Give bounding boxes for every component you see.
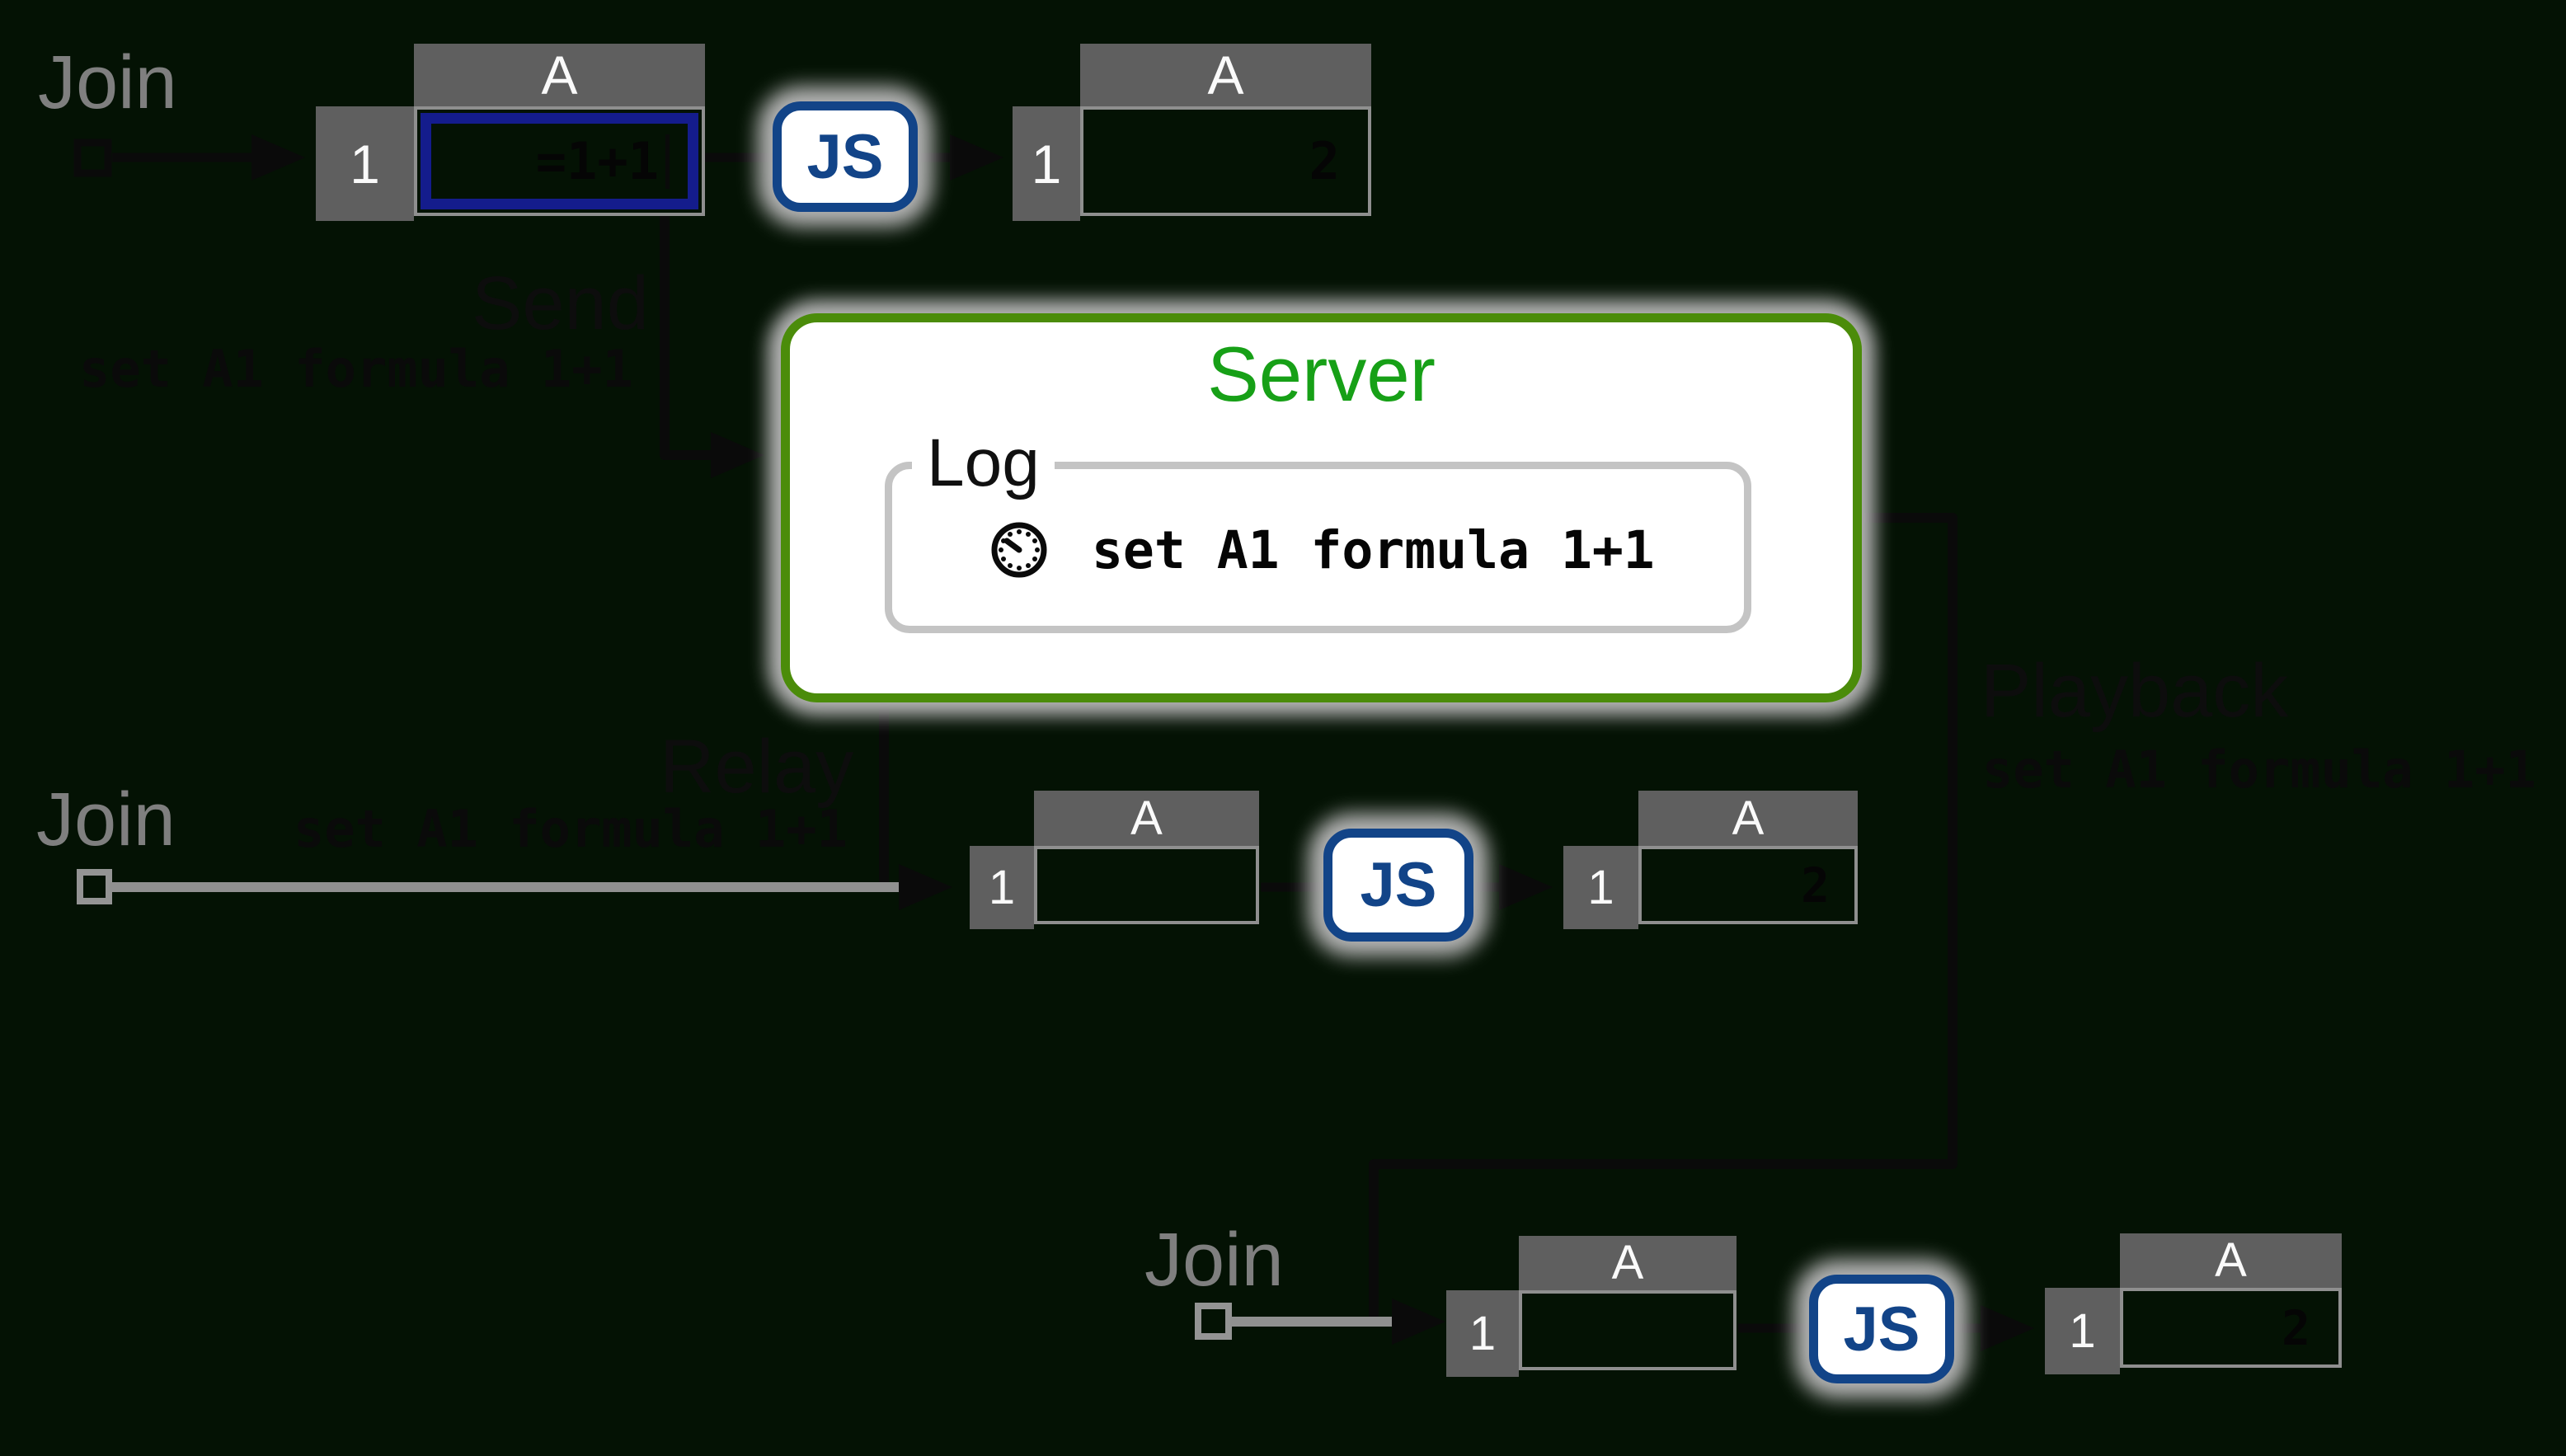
js-node-bottom: JS <box>1809 1275 1954 1383</box>
cell-A1: 2 <box>2120 1288 2342 1368</box>
server-box: Server Log set A1 formula 1+1 <box>781 313 1862 702</box>
column-header: A <box>1519 1236 1737 1290</box>
cell-A1 <box>1034 846 1259 924</box>
column-header: A <box>2120 1233 2342 1288</box>
join-label-middle: Join <box>36 777 176 862</box>
arrowhead-icon <box>1392 1299 1445 1345</box>
cell-A1: 2 <box>1638 846 1858 924</box>
cell-value: 2 <box>1309 131 1340 191</box>
spreadsheet-bottom-input: A 1 <box>1446 1236 1737 1377</box>
column-header: A <box>414 44 705 106</box>
send-label: Send <box>472 261 649 345</box>
row-header: 1 <box>2045 1288 2120 1374</box>
cell-value: =1+1 <box>535 131 659 191</box>
join-port-icon <box>1195 1303 1232 1340</box>
join-label-bottom: Join <box>1144 1218 1284 1302</box>
cell-value: 2 <box>1801 857 1830 914</box>
spreadsheet-top-result: A 1 2 <box>1013 44 1371 221</box>
cell-A1: =1+1 <box>414 106 705 216</box>
playback-path <box>1369 513 1957 1324</box>
playback-label: Playback <box>1981 649 2289 733</box>
cell-value: 2 <box>2282 1299 2310 1356</box>
playback-command: set A1 formula 1+1 <box>1982 740 2536 800</box>
relay-label: Relay <box>660 725 854 809</box>
js-node-top: JS <box>773 101 918 212</box>
text-cursor <box>665 134 670 189</box>
arrowhead-icon <box>711 432 764 478</box>
arrowhead-icon <box>1981 1305 2034 1351</box>
send-path <box>660 216 711 460</box>
log-entry-command: set A1 formula 1+1 <box>1092 519 1655 580</box>
cell-A1 <box>1519 1290 1737 1370</box>
cell-selection-outline: =1+1 <box>421 113 698 209</box>
arrowhead-icon <box>950 134 1003 181</box>
column-header: A <box>1034 791 1259 846</box>
clock-icon <box>991 522 1047 578</box>
row-header: 1 <box>1013 106 1080 221</box>
row-header: 1 <box>970 846 1034 929</box>
arrowhead-icon <box>1499 864 1553 910</box>
js-node-middle: JS <box>1323 829 1473 942</box>
column-header: A <box>1080 44 1371 106</box>
column-header: A <box>1638 791 1858 846</box>
join-port-icon <box>73 139 112 177</box>
server-title: Server <box>1207 331 1436 417</box>
server-log-box: Log set A1 formula 1+1 <box>885 425 1751 633</box>
join-port-icon <box>77 869 112 904</box>
spreadsheet-bottom-result: A 1 2 <box>2045 1233 2342 1374</box>
row-header: 1 <box>1446 1290 1519 1377</box>
send-command: set A1 formula 1+1 <box>79 339 633 399</box>
spreadsheet-middle-result: A 1 2 <box>1563 791 1858 929</box>
relay-command: set A1 formula 1+1 <box>294 799 848 859</box>
spreadsheet-top-input: A 1 =1+1 <box>316 44 705 221</box>
row-header: 1 <box>1563 846 1638 929</box>
join-label-top: Join <box>38 40 177 124</box>
arrowhead-icon <box>899 864 952 910</box>
cell-A1: 2 <box>1080 106 1371 216</box>
row-header: 1 <box>316 106 414 221</box>
log-entry: set A1 formula 1+1 <box>988 507 1655 593</box>
arrowhead-icon <box>251 134 305 181</box>
log-legend: Log <box>912 425 1055 501</box>
spreadsheet-middle-input: A 1 <box>970 791 1259 929</box>
